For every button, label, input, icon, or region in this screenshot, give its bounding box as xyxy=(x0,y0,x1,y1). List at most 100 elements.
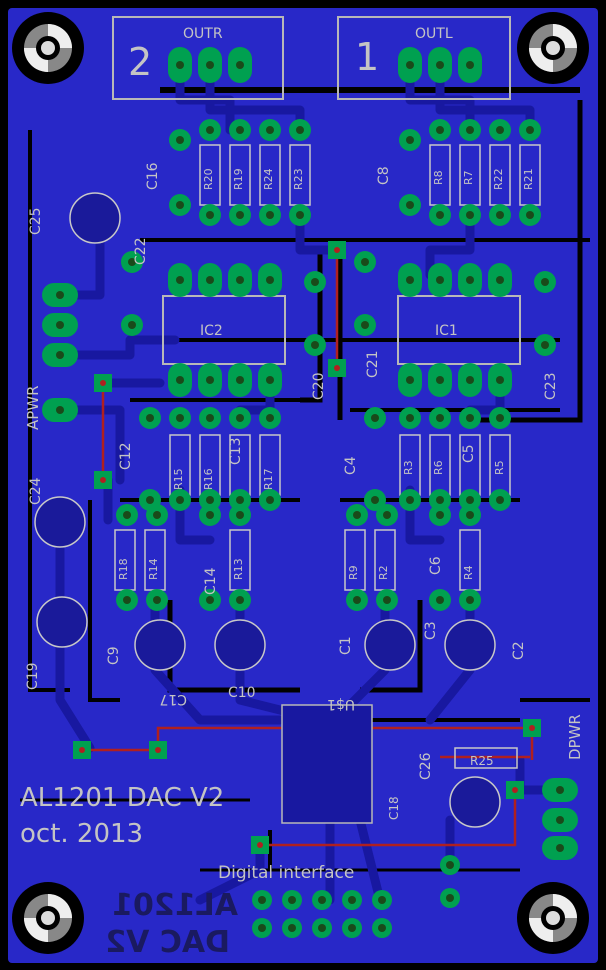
mounting-holes xyxy=(12,12,589,954)
pad-hole xyxy=(406,414,414,422)
svg-text:R16: R16 xyxy=(202,468,215,490)
pad-hole xyxy=(56,321,64,329)
svg-text:R3: R3 xyxy=(402,460,415,475)
via-hole xyxy=(334,365,340,371)
pad-hole xyxy=(436,496,444,504)
outl-number: 1 xyxy=(355,35,379,79)
pad-hole xyxy=(56,291,64,299)
via-hole xyxy=(100,380,106,386)
pad-hole xyxy=(206,126,214,134)
pad-hole xyxy=(406,376,414,384)
pad-hole xyxy=(466,276,474,284)
pad-hole xyxy=(318,924,326,932)
svg-text:C25: C25 xyxy=(28,207,44,235)
pad-hole xyxy=(446,861,454,869)
pad-hole xyxy=(436,276,444,284)
pad-hole xyxy=(288,896,296,904)
ic1-label: IC1 xyxy=(435,323,458,339)
pad-hole xyxy=(153,511,161,519)
svg-text:C24: C24 xyxy=(28,477,44,505)
pad-hole xyxy=(56,351,64,359)
pad-hole xyxy=(128,258,136,266)
via-hole xyxy=(257,842,263,848)
svg-text:R5: R5 xyxy=(493,460,506,475)
pad-hole xyxy=(206,276,214,284)
pad-hole xyxy=(496,126,504,134)
svg-text:C17: C17 xyxy=(159,691,187,707)
pad-hole xyxy=(236,211,244,219)
svg-text:C10: C10 xyxy=(228,685,256,701)
svg-text:R9: R9 xyxy=(347,565,360,580)
pad-hole xyxy=(436,126,444,134)
via-hole xyxy=(79,747,85,753)
dpwr-label: DPWR xyxy=(566,714,584,760)
pad-hole xyxy=(353,511,361,519)
pad-hole xyxy=(541,278,549,286)
pad-hole xyxy=(236,126,244,134)
pad-hole xyxy=(348,896,356,904)
svg-text:C12: C12 xyxy=(118,442,134,470)
svg-text:R14: R14 xyxy=(147,558,160,580)
pad-hole xyxy=(371,414,379,422)
svg-text:R19: R19 xyxy=(232,168,245,190)
svg-text:R7: R7 xyxy=(462,170,475,185)
pad-hole xyxy=(56,406,64,414)
pad-hole xyxy=(236,596,244,604)
svg-text:C23: C23 xyxy=(543,372,559,400)
board-text: AL1201 DAC V2 oct. 2013 Digital interfac… xyxy=(20,385,584,960)
pad-hole xyxy=(311,278,319,286)
pad-hole xyxy=(176,376,184,384)
pad-hole xyxy=(176,496,184,504)
pad-hole xyxy=(318,896,326,904)
pad-hole xyxy=(556,786,564,794)
pad-hole xyxy=(176,414,184,422)
pad-hole xyxy=(378,896,386,904)
svg-text:R15: R15 xyxy=(172,468,185,490)
svg-text:R20: R20 xyxy=(202,168,215,190)
pad-hole xyxy=(466,126,474,134)
svg-text:R25: R25 xyxy=(470,754,494,768)
svg-text:C3: C3 xyxy=(423,621,439,640)
pad-hole xyxy=(361,258,369,266)
pad-hole xyxy=(496,276,504,284)
silk-labels: C25 C22 C16 R20 R19 R24 R23 C8 R8 R7 R22… xyxy=(25,162,559,820)
pad-hole xyxy=(436,211,444,219)
mirrored-title-2: DAC V2 xyxy=(105,925,230,960)
pad-hole xyxy=(348,924,356,932)
pad-hole xyxy=(466,376,474,384)
pad-hole xyxy=(371,496,379,504)
pad-hole xyxy=(123,596,131,604)
pad-hole xyxy=(526,126,534,134)
outr-number: 2 xyxy=(128,40,152,84)
pad-hole xyxy=(556,844,564,852)
pad-hole xyxy=(406,136,414,144)
svg-text:C26: C26 xyxy=(418,752,434,780)
pad-hole xyxy=(436,61,444,69)
pad-hole xyxy=(206,511,214,519)
pad-hole xyxy=(176,201,184,209)
svg-text:R18: R18 xyxy=(117,558,130,580)
digital-interface-label: Digital interface xyxy=(218,863,354,883)
apwr-label: APWR xyxy=(24,385,42,430)
pad-hole xyxy=(436,414,444,422)
pad-hole xyxy=(206,211,214,219)
svg-text:C9: C9 xyxy=(106,646,122,665)
svg-text:R6: R6 xyxy=(432,460,445,475)
pad-hole xyxy=(361,321,369,329)
svg-text:R2: R2 xyxy=(377,565,390,580)
pad-hole xyxy=(466,596,474,604)
svg-text:C6: C6 xyxy=(428,556,444,575)
pad-hole xyxy=(206,496,214,504)
pad-hole xyxy=(288,924,296,932)
outl-label: OUTL xyxy=(415,26,453,42)
svg-text:C22: C22 xyxy=(133,237,149,265)
pad-hole xyxy=(236,276,244,284)
pad-hole xyxy=(311,341,319,349)
pad-hole xyxy=(353,596,361,604)
ic2-label: IC2 xyxy=(200,323,223,339)
pad-hole xyxy=(266,376,274,384)
pad-hole xyxy=(206,376,214,384)
outr-label: OUTR xyxy=(183,26,223,42)
svg-text:C2: C2 xyxy=(511,641,527,660)
svg-text:R4: R4 xyxy=(462,565,475,580)
